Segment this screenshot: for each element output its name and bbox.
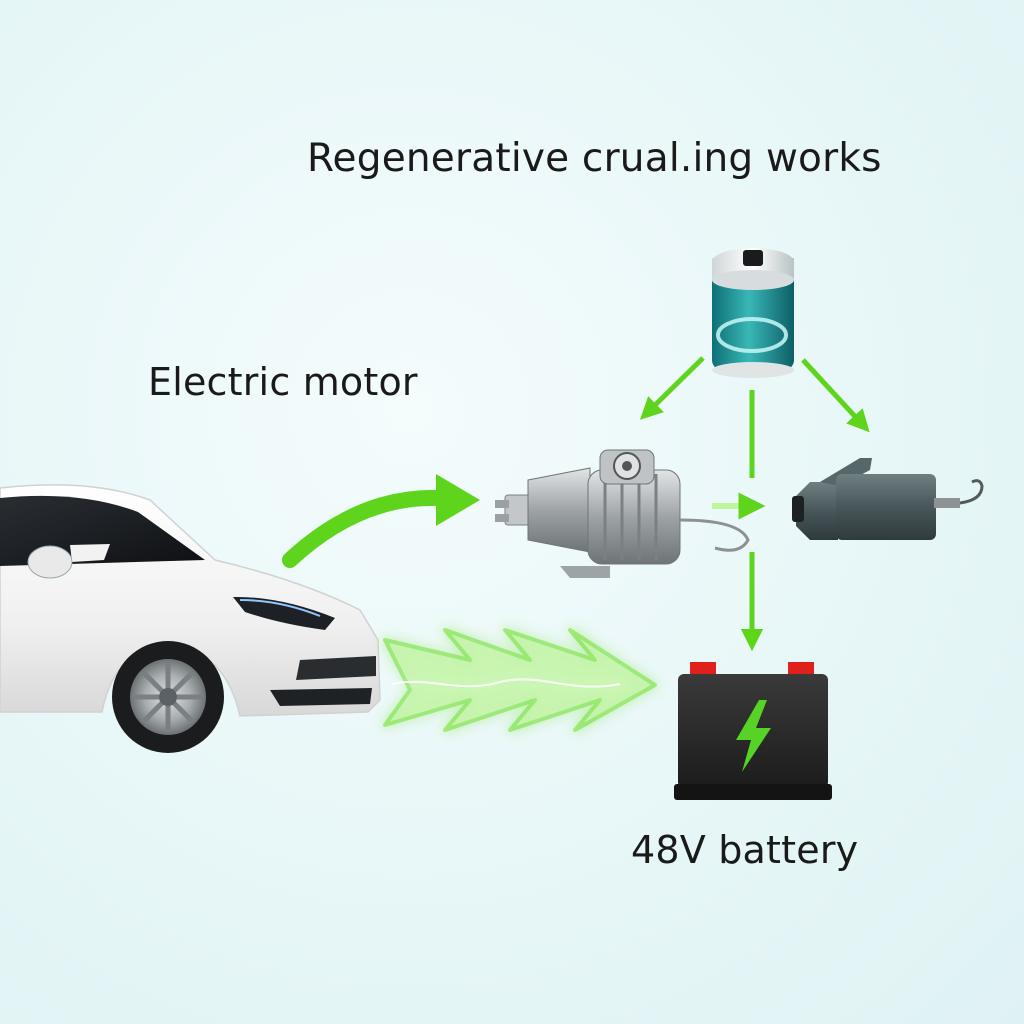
arrow-capacitor-to-actuator xyxy=(801,358,870,433)
capacitor-icon xyxy=(712,248,794,378)
arrow-capacitor-to-motor xyxy=(639,356,705,420)
capacitor-flow-arrows xyxy=(639,356,870,652)
actuator-icon xyxy=(792,458,984,540)
car-icon xyxy=(0,484,381,753)
energy-flow-arrows xyxy=(383,628,657,732)
battery-label: 48V battery xyxy=(631,828,859,872)
electric-motor-icon xyxy=(495,449,750,578)
arrow-head-car-to-motor xyxy=(436,474,480,526)
battery-icon xyxy=(674,662,832,800)
diagram-title: Regenerative crual.ing works xyxy=(307,136,882,181)
electric-motor-label: Electric motor xyxy=(148,360,418,404)
arrow-car-to-motor xyxy=(282,489,448,568)
lightning-bolt-icon xyxy=(736,700,771,772)
